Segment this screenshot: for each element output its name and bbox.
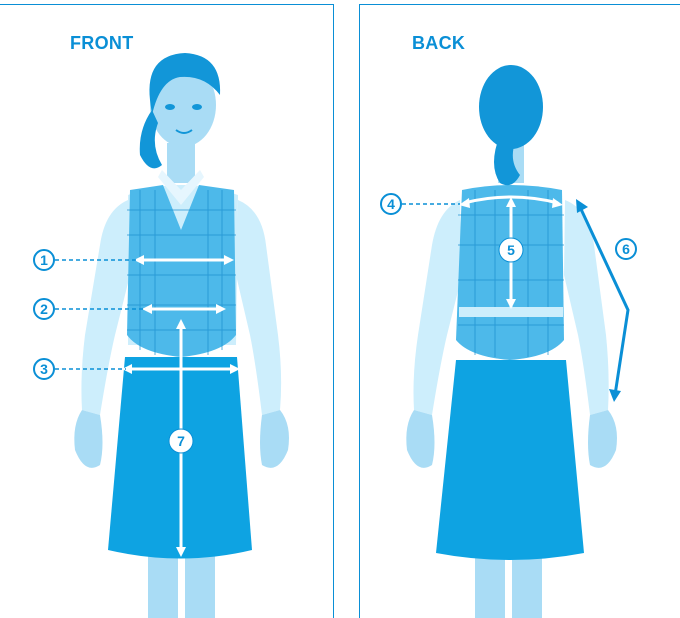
marker-3-label: 3 xyxy=(40,361,48,377)
front-markers: 1 2 3 7 xyxy=(0,5,334,618)
marker-6-label: 6 xyxy=(622,241,630,257)
marker-1-label: 1 xyxy=(40,252,48,268)
front-panel: FRONT xyxy=(0,4,334,618)
marker-5-label: 5 xyxy=(507,242,515,258)
marker-2-label: 2 xyxy=(40,301,48,317)
marker-1: 1 xyxy=(34,250,54,270)
marker-7-label: 7 xyxy=(177,433,185,449)
marker-6: 6 xyxy=(616,239,636,259)
marker-4: 4 xyxy=(381,194,401,214)
marker-2: 2 xyxy=(34,299,54,319)
marker-7: 7 xyxy=(169,429,193,453)
back-panel: BACK xyxy=(359,4,680,618)
marker-4-label: 4 xyxy=(387,196,395,212)
marker-5: 5 xyxy=(499,238,523,262)
marker-3: 3 xyxy=(34,359,54,379)
back-markers: 4 5 6 xyxy=(360,5,680,618)
